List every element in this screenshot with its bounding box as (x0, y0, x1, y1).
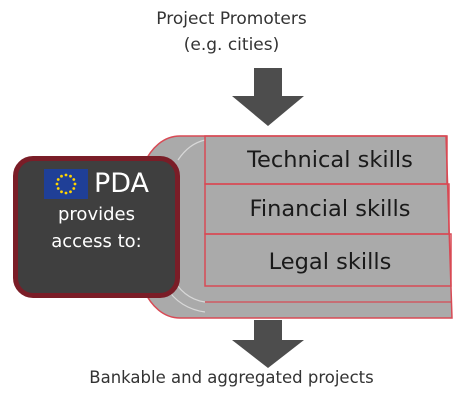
skill-row-legal (204, 233, 452, 287)
arrow-down-icon (232, 68, 304, 126)
panel-curve-line-3 (177, 139, 206, 161)
pda-title: PDA (93, 168, 150, 199)
project-promoters-line1: Project Promoters (156, 9, 307, 29)
project-promoters-line2: (e.g. cities) (183, 35, 280, 55)
skill-technical: Technical skills (247, 147, 413, 173)
skill-financial: Financial skills (249, 196, 411, 222)
arrow-down-icon (232, 320, 304, 368)
eu-flag-icon (43, 169, 88, 199)
project-promoters-label: Project Promoters (e.g. cities) (0, 6, 463, 58)
pda-provides-text: provides (58, 204, 135, 225)
bankable-projects-label: Bankable and aggregated projects (89, 368, 374, 387)
pda-access-to-text: access to: (51, 231, 142, 252)
skill-legal: Legal skills (268, 249, 392, 275)
pda-title-row: PDA (18, 167, 175, 201)
pda-box: PDA provides access to: (13, 156, 180, 298)
